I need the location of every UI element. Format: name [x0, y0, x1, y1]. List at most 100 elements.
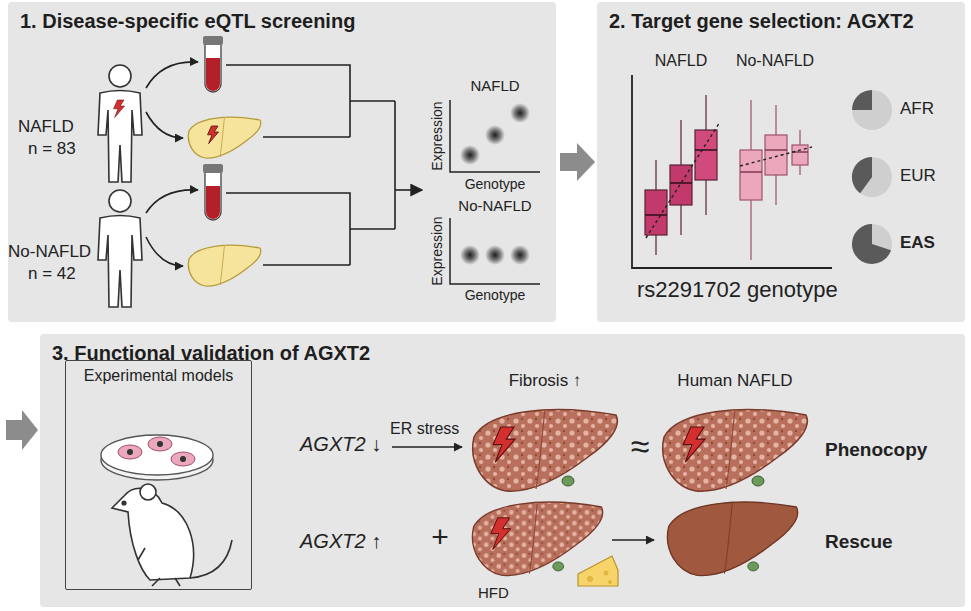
boxplot: [646, 122, 720, 238]
result-label: Phenocopy: [825, 440, 927, 461]
petri-dish: [180, 456, 186, 462]
liver-icon: [667, 502, 797, 575]
liver-icon: [536, 409, 545, 489]
cheese-icon: [578, 556, 618, 586]
boxplot: [645, 214, 667, 216]
box-heading: Experimental models: [72, 366, 245, 386]
plot-title: No-NAFLD: [458, 198, 531, 215]
liver-icon: [724, 502, 732, 574]
model-box: Experimental models: [65, 360, 252, 590]
group-label: No-NAFLD: [8, 243, 91, 262]
liver-icon: [663, 409, 808, 491]
sample-arrow: [146, 237, 183, 266]
panel-heading: 2. Target gene selection: AGXT2: [609, 9, 955, 33]
liver-icon: [667, 502, 797, 576]
cheese-icon: [578, 556, 618, 586]
liver-icon: [663, 410, 808, 492]
merge-lines: [226, 193, 395, 265]
mini-plot: [460, 145, 480, 165]
similar-sign: ≈: [631, 428, 650, 465]
mouse-icon: [112, 488, 194, 580]
blood-tube: [205, 172, 221, 220]
sample-arrow: [146, 62, 198, 266]
cheese-icon: [587, 576, 593, 582]
liver-icon: [220, 245, 225, 285]
sample-size: n = 42: [28, 265, 76, 284]
panel: 1. Disease-specific eQTL screening: [8, 2, 558, 322]
group-label: NAFLD: [18, 118, 74, 137]
outcome-label: Human NAFLD: [677, 372, 792, 391]
pie-label: AFR: [900, 100, 934, 119]
mini-plot: [510, 103, 530, 123]
petri-dish: [127, 449, 133, 455]
lightning-bolt: [114, 100, 125, 118]
illustration: [98, 36, 892, 586]
sample-arrow: [146, 190, 198, 213]
petri-dish: [118, 445, 142, 459]
liver-icon: [472, 502, 602, 576]
liver-icon: [752, 476, 764, 486]
mouse-icon: [190, 540, 232, 578]
person-icon: [98, 91, 142, 183]
blood-tube: [206, 186, 220, 219]
blood-tube: [203, 164, 223, 220]
boxplot: [670, 182, 692, 184]
process-label: ER stress: [390, 420, 459, 438]
liver-icon: [188, 245, 260, 286]
pie-chart: [852, 157, 892, 197]
cheese-icon: [604, 571, 609, 576]
axis-label: rs2291702 genotype: [637, 278, 838, 302]
boxplot: [765, 149, 787, 150]
liver-icon: [553, 562, 564, 571]
group-label: NAFLD: [655, 52, 707, 70]
panel-ground: [597, 2, 965, 322]
liver-icon: [220, 117, 225, 157]
gene-change: AGXT2 ↓: [300, 433, 381, 455]
liver-icon: [529, 502, 537, 574]
person-icon: [98, 190, 142, 307]
panel-grounds: [8, 2, 965, 607]
flow-arrow: [560, 153, 577, 171]
pie-label: EUR: [900, 167, 936, 186]
blood-tube: [203, 36, 223, 92]
panel: 2. Target gene selection: AGXT2: [597, 2, 967, 322]
axis-label: Genotype: [465, 288, 526, 303]
flow-arrow: [6, 410, 38, 450]
person-icon: [109, 190, 131, 212]
axis-label: Expression: [430, 101, 445, 170]
liver-icon: [726, 409, 735, 489]
person-icon: [109, 65, 131, 87]
boxplot: [740, 171, 762, 172]
panel: 3. Functional validation of AGXT2Experim…: [40, 334, 967, 607]
liver-icon: [208, 126, 219, 144]
person-icon: [98, 216, 142, 308]
petri-dish: [157, 441, 163, 447]
sample-arrow: [146, 62, 198, 88]
liver-icon: [473, 410, 618, 492]
pie-label: EAS: [900, 234, 935, 253]
petri-dish: [101, 435, 213, 480]
result-label: Rescue: [825, 532, 893, 553]
blood-tube: [206, 58, 220, 91]
pie-chart: [852, 224, 891, 264]
mini-plot: [450, 218, 540, 284]
mini-plot: [460, 245, 480, 265]
petri-dish: [101, 435, 213, 475]
boxplot: [765, 135, 787, 175]
person-icon: [98, 65, 142, 182]
boxplot: [632, 75, 832, 268]
outcome-label: Fibrosis ↑: [509, 372, 582, 391]
petri-dish: [148, 437, 172, 451]
boxplot: [740, 147, 812, 166]
mini-plot: [485, 245, 505, 265]
liver-icon: [473, 409, 618, 491]
plot-title: NAFLD: [470, 78, 519, 95]
merge-lines: [226, 65, 395, 137]
liver-icon: [491, 518, 511, 550]
pie-chart: [852, 90, 892, 130]
